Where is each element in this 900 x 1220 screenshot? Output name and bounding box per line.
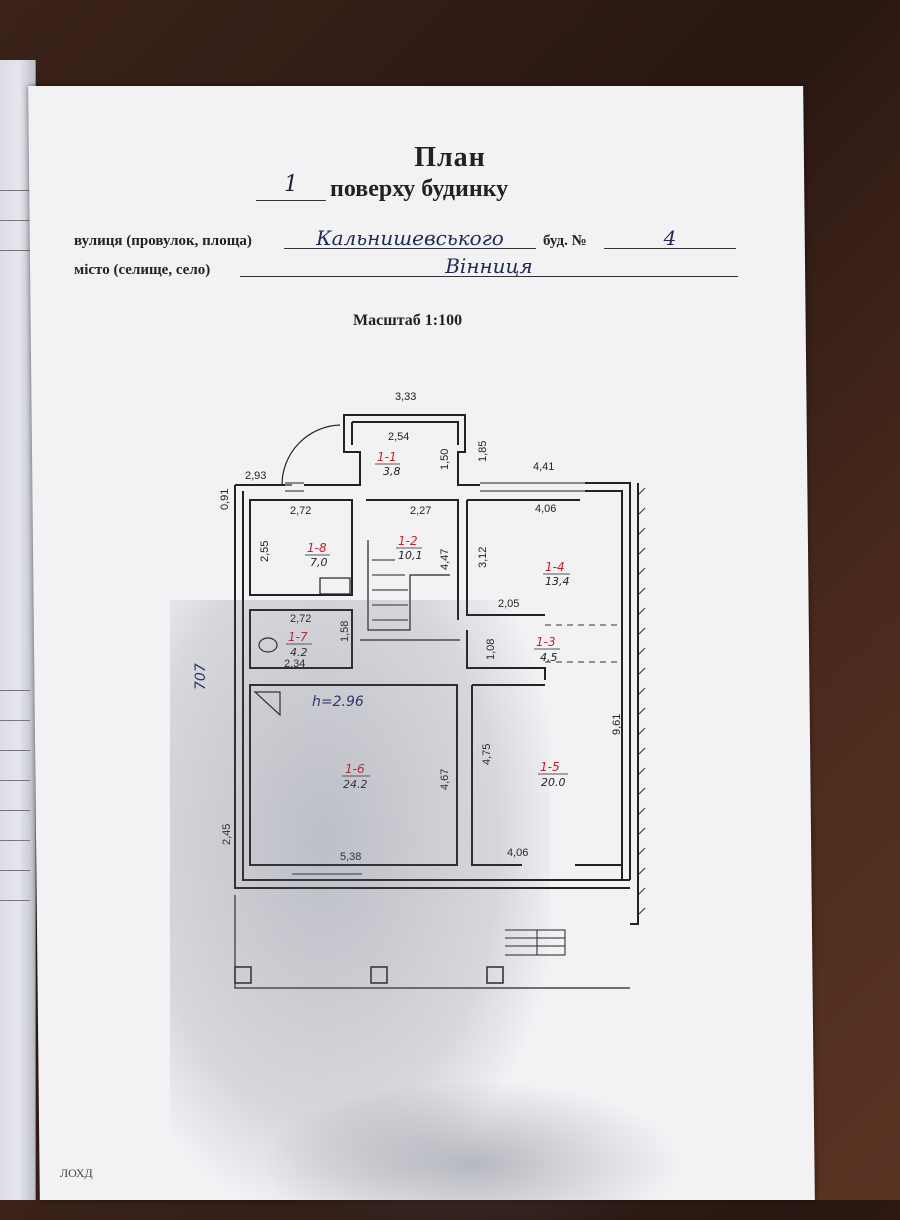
dim: 1,08	[485, 639, 497, 660]
floor-number: 1	[256, 172, 326, 201]
dim: 2,54	[388, 431, 409, 443]
dim: 2,72	[290, 613, 311, 625]
dim: 1,58	[339, 621, 351, 642]
dim: 4,47	[439, 549, 451, 570]
svg-text:1-6: 1-6	[345, 762, 365, 776]
dim: 1,50	[439, 449, 451, 470]
dim: 2,05	[498, 598, 519, 610]
svg-text:1-3: 1-3	[536, 635, 556, 649]
stove-icon	[319, 577, 351, 595]
toilet-icon	[258, 637, 278, 653]
svg-text:13,4: 13,4	[545, 575, 570, 588]
room-1-7: 1-7 4.2	[286, 630, 312, 659]
dim: 2,55	[259, 541, 271, 562]
document-title: План	[414, 142, 486, 173]
dim: 4,41	[533, 461, 554, 473]
dim: 9,61	[611, 714, 623, 735]
dim: 2,72	[290, 505, 311, 517]
document-subtitle: поверху будинку	[330, 176, 509, 202]
room-1-8: 1-8 7,0	[305, 541, 330, 569]
dim: 4,06	[507, 847, 528, 859]
dim: 2,27	[410, 505, 431, 517]
dim: 4,67	[439, 769, 451, 790]
dim: 5,38	[340, 851, 361, 863]
city-label: місто (селище, село)	[74, 262, 211, 278]
room-1-3: 1-3 4,5	[534, 635, 560, 664]
dim: 1,85	[477, 441, 489, 462]
scale-label: Масштаб 1:100	[353, 312, 463, 329]
svg-text:1-4: 1-4	[545, 560, 565, 574]
overall-width-note: 707	[193, 663, 209, 690]
dim: 4,75	[481, 744, 493, 765]
dim: 2,93	[245, 470, 266, 482]
building-label: буд. №	[543, 233, 587, 249]
svg-text:4.2: 4.2	[290, 646, 308, 659]
room-1-6: 1-6 24.2	[342, 762, 370, 791]
room-1-1: 1-1 3,8	[375, 450, 401, 478]
building-value: 4	[604, 228, 736, 249]
dim: 3,33	[395, 391, 416, 403]
dim: 3,12	[477, 547, 489, 568]
svg-text:1-8: 1-8	[307, 541, 327, 555]
street-label: вулиця (провулок, площа)	[74, 233, 252, 249]
svg-text:24.2: 24.2	[343, 778, 368, 791]
room-1-4: 1-4 13,4	[543, 560, 570, 588]
room-1-5: 1-5 20.0	[538, 760, 568, 789]
svg-text:20.0: 20.0	[541, 776, 566, 789]
room-1-2: 1-2 10,1	[396, 534, 423, 562]
svg-text:4,5: 4,5	[540, 651, 558, 664]
svg-text:3,8: 3,8	[383, 465, 401, 478]
svg-text:10,1: 10,1	[398, 549, 423, 562]
dim: 0,91	[219, 489, 231, 510]
svg-text:1-5: 1-5	[540, 760, 560, 774]
footer-mark: ЛОХД	[60, 1166, 93, 1180]
dim: 2,34	[284, 658, 305, 670]
svg-text:7,0: 7,0	[310, 556, 328, 569]
dim: 4,06	[535, 503, 556, 515]
svg-text:1-1: 1-1	[377, 450, 397, 464]
height-note: h=2.96	[312, 694, 364, 710]
svg-text:1-7: 1-7	[288, 630, 308, 644]
dim: 2,45	[221, 824, 233, 845]
city-value: Вінниця	[240, 256, 738, 277]
street-value: Кальнишевського	[284, 228, 536, 249]
svg-text:1-2: 1-2	[398, 534, 418, 548]
